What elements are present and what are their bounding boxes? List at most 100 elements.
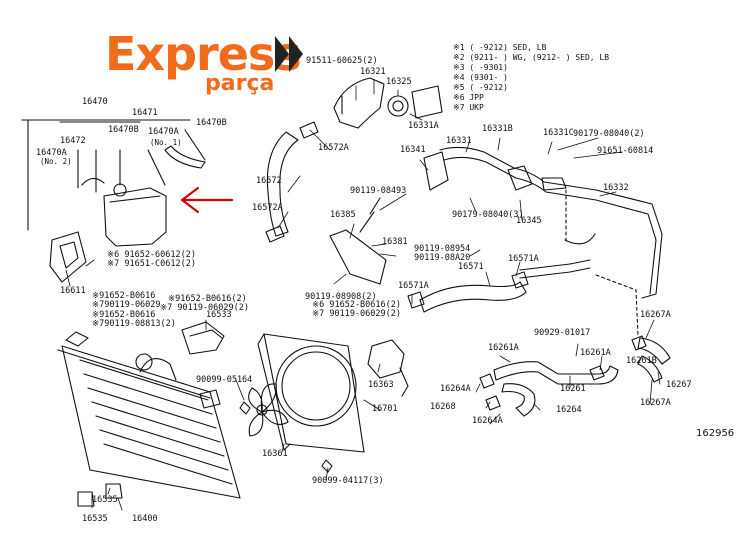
cooling-fan — [248, 383, 289, 437]
part-label: 16341 — [400, 145, 426, 155]
part-note: (No. 1) — [150, 138, 182, 147]
part-label: 16261A — [488, 343, 519, 353]
part-label: 16264A — [440, 384, 471, 394]
part-label: 90119-08908(2) — [305, 292, 377, 302]
legend-row: ※4 (9301- ) — [453, 73, 508, 82]
part-label: 16470A — [36, 148, 67, 158]
part-label: 90099-04117(3) — [312, 476, 384, 486]
legend-row: ※7 UKP — [453, 103, 484, 112]
fan-motor — [367, 339, 405, 379]
part-label: 91651-60814 — [597, 146, 654, 156]
radiator-core — [61, 345, 241, 499]
radiator-outlet — [199, 389, 221, 409]
overflow-hose — [164, 145, 206, 169]
dotted-leader-right — [595, 274, 639, 337]
part-label: 16331B — [482, 124, 513, 134]
tank-bracket — [49, 231, 87, 283]
part-label: 90929-01017 — [534, 328, 591, 338]
part-label: ※7 91651-C0612(2) — [107, 259, 197, 269]
part-label: ※6 91652-60612(2) — [107, 250, 197, 260]
part-label: 16471 — [132, 108, 158, 118]
fan-bolts — [239, 401, 333, 473]
support-bracket — [181, 321, 225, 355]
logo-word: Express — [105, 27, 302, 81]
radiator-fins — [57, 349, 233, 485]
thermostat — [387, 95, 409, 117]
figure-number: 162956 — [696, 428, 735, 439]
part-label: 16268 — [430, 402, 456, 412]
tank-seam — [109, 195, 161, 203]
part-label: 16331 — [446, 136, 472, 146]
chevron-icon — [289, 36, 303, 72]
motor-wire — [399, 367, 409, 397]
part-label: ※7 90119-06029(2) — [312, 309, 402, 319]
shroud-ring — [275, 345, 357, 427]
part-label: 90179-08040(3) — [452, 210, 524, 220]
part-label: 16470B — [108, 125, 139, 135]
part-label: 16535 — [82, 514, 108, 524]
pipe-flanges — [507, 165, 567, 191]
heater-hose-right — [637, 337, 671, 383]
legend-row: ※2 (9211- ) WG, (9212- ) SED, LB — [453, 53, 610, 62]
part-label: 90119-08954 — [414, 244, 471, 254]
part-label: 16361 — [262, 449, 288, 459]
part-label: 16472 — [60, 136, 86, 146]
part-label: 90119-08493 — [350, 186, 407, 196]
heater-hose-lower — [501, 383, 536, 417]
part-label: 16267A — [640, 398, 671, 408]
part-label: 16345 — [516, 216, 542, 226]
upper-radiator-hose — [266, 131, 299, 237]
callout-lines — [65, 79, 661, 511]
part-label: 16535 — [92, 495, 118, 505]
part-label: 16572A — [318, 143, 349, 153]
lower-hose-clamps — [407, 271, 529, 309]
bolt — [359, 197, 381, 233]
part-label: 16331A — [408, 121, 439, 131]
logo-subword: parça — [205, 71, 275, 96]
water-outlet — [333, 77, 385, 129]
lower-radiator-hose — [419, 281, 527, 313]
part-label: 90179-08040(2) — [573, 129, 645, 139]
legend-row: ※5 ( -9212) — [453, 83, 508, 92]
legend-row: ※3 ( -9301) — [453, 63, 508, 72]
part-label: 16261A — [580, 348, 611, 358]
legend-row: ※6 JPP — [453, 93, 484, 102]
part-note: (No. 2) — [40, 157, 72, 166]
part-label: ※6 91652-B0616(2) — [312, 300, 402, 310]
part-label: 16572 — [256, 176, 282, 186]
pointer-arrow — [180, 186, 234, 214]
hose-clamps — [265, 121, 319, 243]
part-label: 16701 — [372, 404, 398, 414]
tank-hose-small — [81, 177, 105, 186]
mounting-bracket — [329, 229, 387, 285]
radiator-cap-neck — [139, 358, 177, 381]
part-label: 16264 — [556, 405, 582, 415]
part-label: 16400 — [132, 514, 158, 524]
part-label: 16385 — [330, 210, 356, 220]
pipe-gasket — [423, 151, 449, 191]
fan-shroud — [263, 333, 365, 453]
tank-cap — [113, 183, 127, 197]
tank-leader-lines — [59, 121, 206, 193]
part-label: 16332 — [603, 183, 629, 193]
reservoir-tank — [103, 187, 167, 247]
thermostat-housing — [411, 85, 443, 119]
tank-group-bracket — [21, 119, 191, 231]
part-label: 16572A — [252, 203, 283, 213]
express-parca-logo: Express parça — [105, 30, 305, 100]
part-label: 16470A — [148, 127, 179, 137]
part-label: 16611 — [60, 286, 86, 296]
part-label: 16571A — [508, 254, 539, 264]
part-label: 16533 — [206, 310, 232, 320]
part-label: 16470B — [196, 118, 227, 128]
part-label: ※790119-06029 — [92, 300, 161, 310]
radiator-mounts — [77, 483, 123, 507]
part-label: 16267A — [640, 310, 671, 320]
heater-hose-upper — [493, 361, 619, 385]
part-label: ※91652-B0616(2) — [168, 294, 247, 304]
heater-hose-clamps — [479, 335, 647, 411]
part-label: ※7 90119-06029(2) — [160, 303, 250, 313]
part-label: 16321 — [360, 67, 386, 77]
